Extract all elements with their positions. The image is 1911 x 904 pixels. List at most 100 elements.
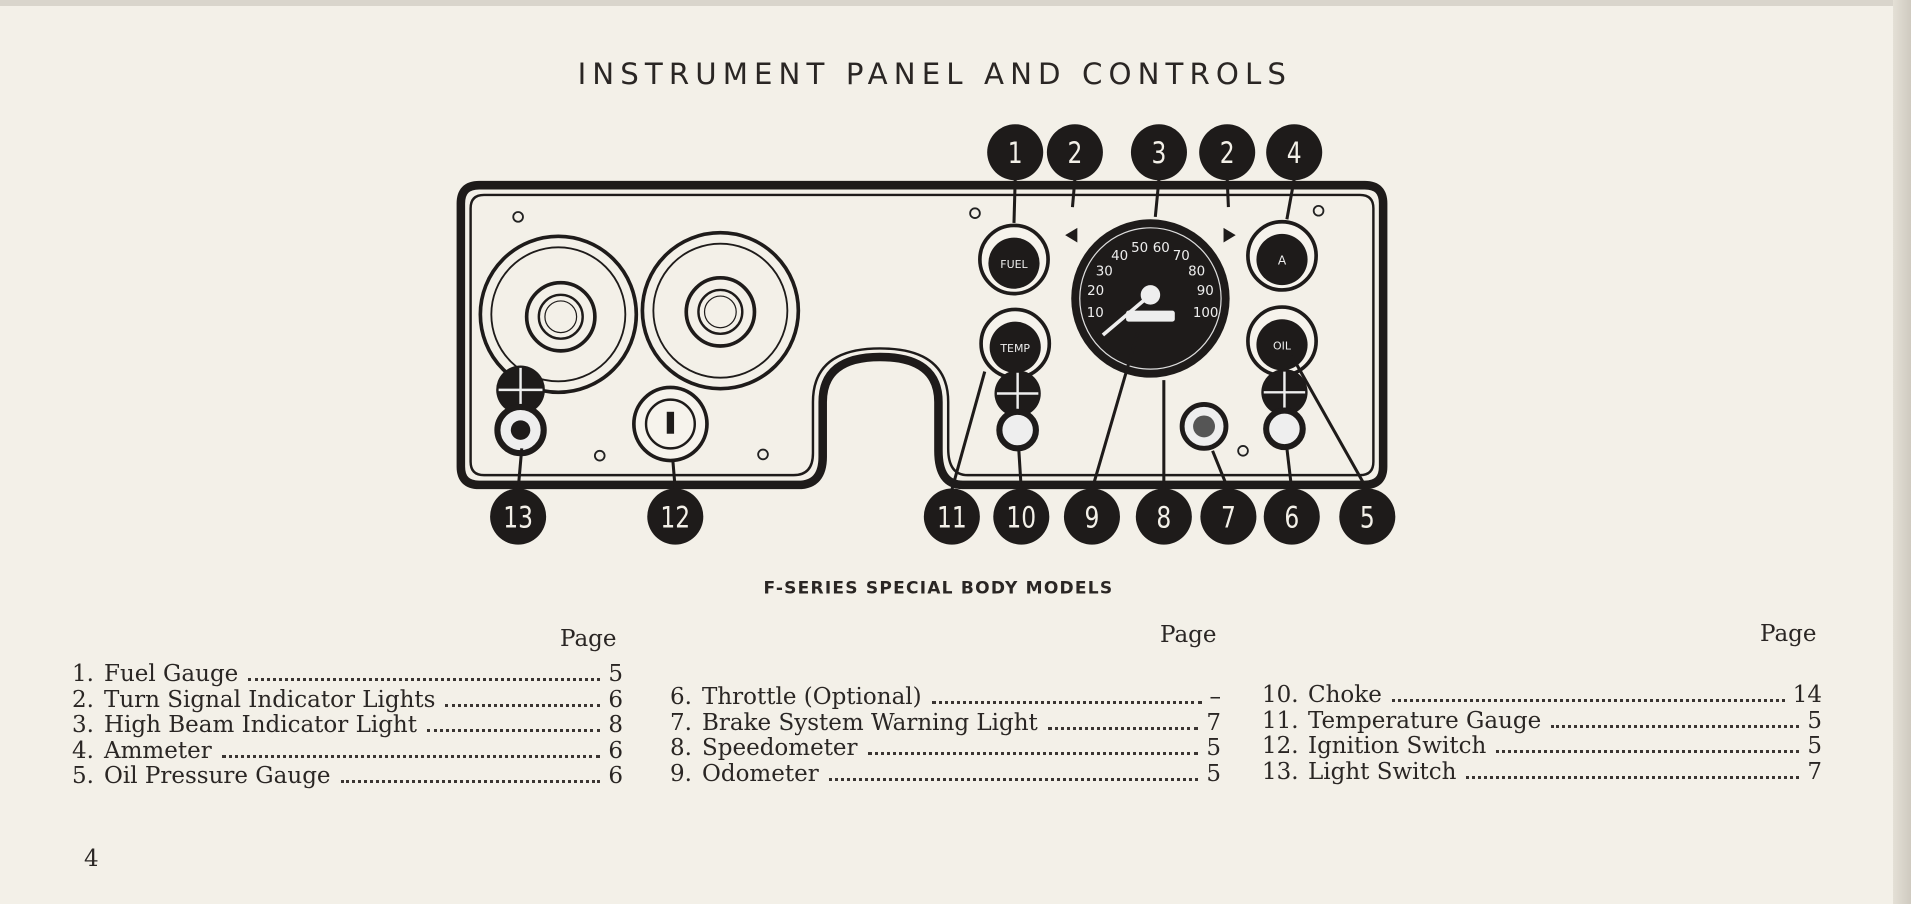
callout-1: 1 [987, 124, 1044, 181]
contents-column-1: 1. Fuel Gauge 5 2. Turn Signal Indicator Lig… [70, 661, 623, 790]
dot-leader [828, 777, 1199, 781]
item-number: 2. [72, 686, 94, 713]
speedometer-tick-label: 100 [1193, 306, 1219, 321]
item-label: Fuel Gauge [104, 661, 239, 687]
svg-text:9: 9 [1085, 501, 1100, 535]
dot-leader [1047, 726, 1199, 730]
callout-13: 13 [490, 488, 547, 545]
speedometer-tick-label: 90 [1197, 284, 1214, 299]
item-page: 5 [608, 661, 623, 687]
contents-row: 2. Turn Signal Indicator Lights 6 [70, 686, 623, 714]
speedometer-tick-label: 50 [1131, 241, 1148, 256]
dot-leader [1391, 699, 1785, 702]
callout-8: 8 [1135, 488, 1192, 545]
choke-knob-icon [994, 370, 1041, 452]
item-label: Temperature Gauge [1308, 707, 1542, 734]
contents-row: 11. Temperature Gauge 5 [1262, 707, 1822, 735]
page-title: INSTRUMENT PANEL AND CONTROLS [578, 57, 1292, 91]
page-top-edge [0, 0, 1911, 6]
callout-4: 4 [1266, 124, 1323, 181]
dot-leader [221, 754, 601, 758]
svg-text:5: 5 [1360, 501, 1375, 535]
callout-2: 2 [1199, 124, 1256, 181]
item-page: 5 [1206, 735, 1221, 761]
item-number: 13. [1262, 758, 1299, 785]
item-page: 7 [1206, 709, 1221, 736]
callout-5: 5 [1339, 488, 1396, 545]
speedometer-tick-label: 80 [1188, 264, 1205, 279]
item-number: 3. [72, 712, 94, 738]
col1-page-header: Page [560, 626, 617, 652]
svg-text:10: 10 [1006, 501, 1036, 535]
item-label: Choke [1308, 682, 1382, 708]
callout-leader-lines [516, 178, 1369, 491]
item-label: Ignition Switch [1308, 733, 1487, 759]
callout-2: 2 [1046, 124, 1103, 181]
light-switch-knob-icon [494, 365, 547, 457]
ammeter-icon: A [1246, 219, 1318, 292]
item-label: Odometer [702, 760, 819, 787]
throttle-knob-icon [1261, 369, 1308, 451]
speedometer-tick-label: 10 [1087, 306, 1104, 321]
svg-text:TEMP: TEMP [999, 342, 1030, 355]
item-number: 6. [670, 684, 692, 710]
contents-row: 3. High Beam Indicator Light 8 [70, 712, 623, 739]
item-number: 11. [1262, 707, 1299, 734]
item-label: Ammeter [104, 737, 212, 764]
speedometer-tick-label: 70 [1173, 249, 1190, 264]
item-number: 10. [1262, 682, 1299, 708]
contents-row: 12. Ignition Switch 5 [1262, 733, 1822, 760]
svg-text:2: 2 [1067, 137, 1082, 171]
callout-9: 9 [1063, 488, 1120, 545]
item-label: Speedometer [702, 735, 858, 761]
speedometer-tick-label: 30 [1096, 264, 1113, 279]
item-label: High Beam Indicator Light [104, 712, 417, 738]
col2-page-header: Page [1160, 622, 1217, 648]
dot-leader [867, 752, 1199, 755]
item-label: Brake System Warning Light [702, 709, 1038, 736]
svg-text:12: 12 [660, 501, 690, 535]
dot-leader [1551, 724, 1800, 728]
fuel-gauge-icon: FUEL [978, 223, 1050, 296]
temperature-gauge-icon: TEMP [979, 307, 1052, 380]
svg-text:2: 2 [1220, 137, 1235, 171]
contents-row: 1. Fuel Gauge 5 [70, 661, 623, 688]
svg-text:OIL: OIL [1273, 340, 1292, 353]
svg-text:1: 1 [1008, 137, 1023, 171]
item-page: 8 [608, 712, 623, 738]
item-label: Turn Signal Indicator Lights [104, 686, 436, 713]
col3-page-header: Page [1760, 621, 1817, 647]
item-number: 1. [72, 661, 94, 687]
dot-leader [1496, 750, 1800, 753]
item-page: 6 [608, 686, 623, 713]
callout-3: 3 [1130, 124, 1187, 181]
dot-leader [426, 729, 601, 732]
oil-pressure-gauge-icon: OIL [1246, 305, 1318, 378]
brake-warning-light-icon [1179, 402, 1229, 451]
contents-row: 7. Brake System Warning Light 7 [668, 709, 1221, 737]
item-label: Oil Pressure Gauge [104, 763, 331, 789]
turn-signal-indicators [1065, 227, 1236, 243]
dot-leader [248, 678, 601, 681]
speedometer-tick-label: 60 [1153, 241, 1170, 256]
page-right-edge [1893, 0, 1911, 904]
contents-column-2: 6.Throttle (Optional)–7.Brake System War… [668, 684, 1221, 788]
dot-leader [445, 703, 601, 707]
item-number: 8. [670, 735, 692, 761]
callout-6: 6 [1263, 488, 1320, 545]
item-number: 7. [670, 709, 692, 736]
diagram-subtitle: F-SERIES SPECIAL BODY MODELS [763, 578, 1113, 598]
item-number: 12. [1262, 733, 1299, 759]
contents-row: 8. Speedometer 5 [668, 735, 1221, 762]
callout-10: 10 [993, 488, 1050, 545]
svg-text:11: 11 [937, 501, 967, 535]
item-page: 5 [1807, 733, 1822, 759]
item-number: 9. [670, 760, 692, 787]
dot-leader [931, 701, 1202, 704]
item-page: 5 [1807, 707, 1822, 734]
